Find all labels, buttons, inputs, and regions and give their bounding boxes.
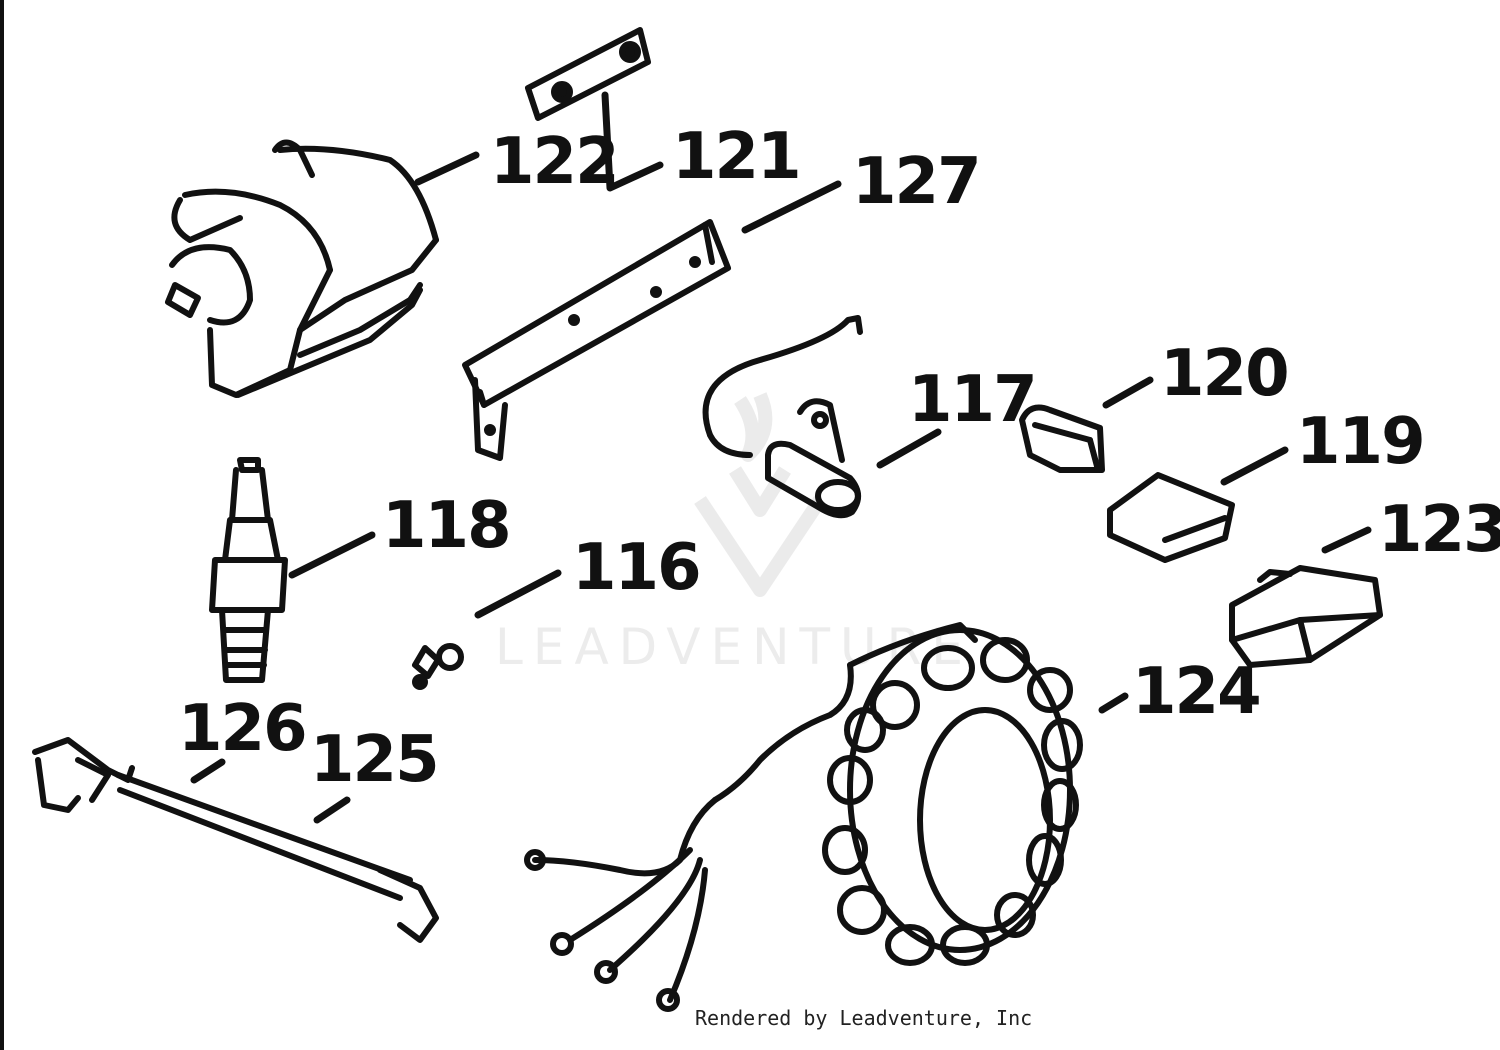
bracket-127	[462, 219, 731, 461]
callout-123: 123	[1378, 493, 1500, 567]
callout-127: 127	[852, 145, 982, 219]
callout-119: 119	[1296, 405, 1426, 479]
callout-124: 124	[1132, 655, 1262, 729]
terminal-block-120	[1019, 404, 1105, 473]
screw-116	[412, 643, 464, 690]
leader-lines	[190, 91, 1372, 824]
callout-122: 122	[490, 125, 620, 199]
gasket-plate-121	[525, 27, 651, 121]
callout-117: 117	[908, 363, 1038, 437]
ignition-coil-122	[165, 139, 439, 398]
callout-118: 118	[382, 489, 512, 563]
plug-wire-125-126	[32, 737, 439, 943]
stator-124	[524, 622, 1083, 1012]
condenser-117	[702, 315, 863, 519]
module-119	[1107, 472, 1235, 563]
callout-125: 125	[310, 723, 440, 797]
callout-121: 121	[672, 120, 802, 194]
spark-plug-118	[209, 457, 288, 683]
callout-116: 116	[572, 531, 702, 605]
callout-120: 120	[1160, 337, 1290, 411]
callout-126: 126	[178, 692, 308, 766]
render-credit: Rendered by Leadventure, Inc	[695, 1006, 1033, 1030]
rectifier-123	[1229, 565, 1383, 668]
